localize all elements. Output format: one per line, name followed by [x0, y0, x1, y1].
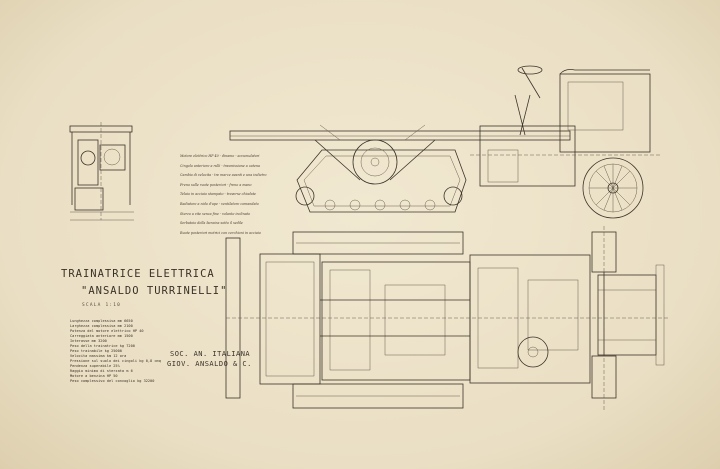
- note-line: Motore elettrico HP 40 - dinamo - accumu…: [180, 154, 260, 158]
- spec-line: Larghezza complessiva mm 2100: [70, 324, 133, 328]
- technical-notes: Motore elettrico HP 40 - dinamo - accumu…: [180, 152, 292, 238]
- specifications-block: Lunghezza complessiva mm 6650 Larghezza …: [70, 319, 188, 384]
- spec-line: Pendenza superabile 25%: [70, 364, 120, 368]
- spec-line: Pressione sul suolo dei cingoli kg 0,8 c…: [70, 359, 161, 363]
- spec-line: Velocita massima km 12 ora: [70, 354, 127, 358]
- spec-line: Carreggiata anteriore mm 1500: [70, 334, 133, 338]
- note-line: Cingolo anteriore a rulli - trasmissione…: [180, 163, 260, 168]
- drawing-title-line2: "ANSALDO TURRINELLI": [81, 285, 228, 297]
- note-line: Sterzo a vite senza fine - volante incli…: [180, 211, 250, 216]
- side-elevation: [229, 65, 660, 219]
- note-line: Freno sulle ruote posteriori - freno a m…: [180, 182, 252, 187]
- spec-line: Motore a benzina HP 50: [70, 374, 118, 378]
- note-line: Telaio in acciaio stampato - traverse ch…: [180, 192, 257, 197]
- spec-line: Interasse mm 3200: [70, 339, 107, 343]
- spec-line: Potenza del motore elettrico HP 40: [70, 329, 144, 333]
- plan-view: [225, 226, 670, 410]
- scale-bar-label: SCALA 1:10: [82, 303, 122, 308]
- note-line: Serbatoio della benzina sotto il sedile: [180, 221, 243, 226]
- note-line: Ruote posteriori motrici con cerchioni i…: [180, 230, 261, 235]
- spec-line: Peso della trainatrice kg 7200: [70, 344, 135, 348]
- drawing-title-line1: TRAINATRICE ELETTRICA: [61, 268, 215, 280]
- note-line: Radiatore a nido d'ape - ventilatore com…: [180, 201, 259, 206]
- spec-line: Lunghezza complessiva mm 6650: [70, 319, 133, 323]
- spec-line: Peso trainabile kg 25000: [70, 349, 122, 353]
- manufacturer-line2: GIOV. ANSALDO & C.: [167, 360, 252, 368]
- spec-line: Raggio minimo di sterzata m 6: [70, 369, 133, 373]
- manufacturer-line1: SOC. AN. ITALIANA: [170, 350, 251, 358]
- front-view: [69, 122, 134, 221]
- spec-line: Peso complessivo del convoglio kg 32200: [70, 379, 155, 383]
- note-line: Cambio di velocita - tre marce avanti e …: [180, 173, 267, 178]
